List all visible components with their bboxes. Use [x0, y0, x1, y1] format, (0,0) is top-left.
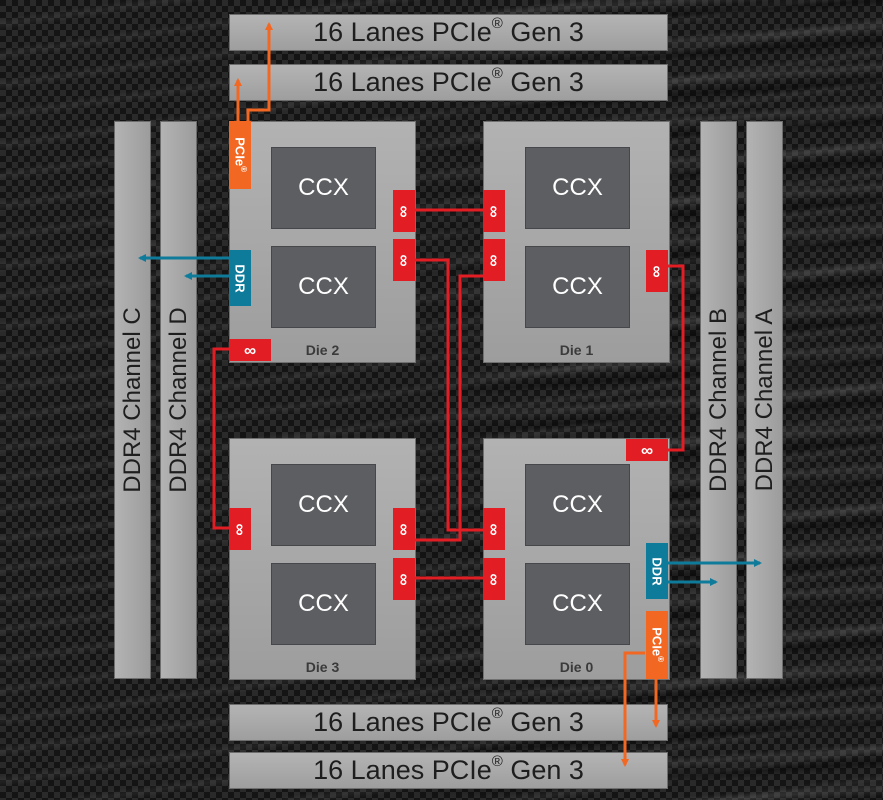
die-label: Die 3	[305, 659, 340, 675]
ccx-block: CCX	[525, 464, 630, 546]
ddr4-channel-c: DDR4 Channel C	[114, 121, 151, 679]
pcie-port-die2: PCIe®	[229, 121, 251, 189]
infinity-icon: ∞	[394, 572, 414, 586]
infinity-icon: ∞	[484, 253, 504, 267]
infinity-icon: ∞	[394, 204, 414, 218]
ddr4-channel-d: DDR4 Channel D	[160, 121, 197, 679]
pcie-lanes-bar-top-1: 16 Lanes PCIe® Gen 3	[229, 14, 668, 51]
ccx-block: CCX	[271, 147, 376, 229]
die-2: CCX CCX Die 2	[229, 121, 416, 363]
infinity-fabric-port: ∞	[393, 190, 415, 232]
ccx-block: CCX	[271, 464, 376, 546]
infinity-fabric-port: ∞	[229, 339, 271, 361]
infinity-icon: ∞	[640, 440, 654, 460]
pcie-lanes-bar-bottom-1: 16 Lanes PCIe® Gen 3	[229, 704, 668, 741]
ccx-block: CCX	[525, 246, 630, 328]
infinity-icon: ∞	[394, 253, 414, 267]
infinity-icon: ∞	[230, 522, 250, 536]
ccx-block: CCX	[271, 246, 376, 328]
die-0: CCX CCX Die 0	[483, 438, 670, 680]
ccx-block: CCX	[525, 563, 630, 645]
ddr4-channel-b: DDR4 Channel B	[700, 121, 737, 679]
pcie-lanes-label: 16 Lanes PCIe® Gen 3	[313, 15, 584, 47]
infinity-fabric-port: ∞	[483, 508, 505, 550]
infinity-fabric-port: ∞	[229, 508, 251, 550]
channel-label: DDR4 Channel A	[750, 308, 778, 492]
die-label: Die 0	[559, 659, 594, 675]
infinity-fabric-port: ∞	[646, 250, 668, 292]
ddr4-channel-a: DDR4 Channel A	[746, 121, 783, 679]
infinity-fabric-port: ∞	[626, 439, 668, 461]
die-3: CCX CCX Die 3	[229, 438, 416, 680]
infinity-icon: ∞	[243, 340, 257, 360]
pcie-lanes-label: 16 Lanes PCIe® Gen 3	[313, 65, 584, 97]
infinity-fabric-port: ∞	[393, 239, 415, 281]
infinity-icon: ∞	[484, 572, 504, 586]
ddr-port-die0: DDR	[646, 543, 668, 599]
infinity-icon: ∞	[647, 264, 667, 278]
infinity-icon: ∞	[484, 204, 504, 218]
ccx-block: CCX	[525, 147, 630, 229]
channel-label: DDR4 Channel B	[704, 307, 732, 493]
die-label: Die 2	[305, 342, 340, 358]
infinity-fabric-port: ∞	[483, 239, 505, 281]
if-link-die2-die3	[212, 347, 229, 530]
ccx-block: CCX	[271, 563, 376, 645]
die-1: CCX CCX Die 1	[483, 121, 670, 363]
pcie-lanes-bar-top-2: 16 Lanes PCIe® Gen 3	[229, 64, 668, 101]
ddr-port-die2: DDR	[229, 250, 251, 306]
pcie-port-die0: PCIe®	[646, 611, 668, 679]
infinity-fabric-port: ∞	[483, 190, 505, 232]
infinity-fabric-port: ∞	[483, 558, 505, 600]
infinity-icon: ∞	[484, 522, 504, 536]
infinity-fabric-port: ∞	[393, 558, 415, 600]
pcie-lanes-bar-bottom-2: 16 Lanes PCIe® Gen 3	[229, 752, 668, 789]
pcie-lanes-label: 16 Lanes PCIe® Gen 3	[313, 753, 584, 785]
pcie-lanes-label: 16 Lanes PCIe® Gen 3	[313, 705, 584, 737]
die-label: Die 1	[559, 342, 594, 358]
infinity-fabric-port: ∞	[393, 508, 415, 550]
channel-label: DDR4 Channel D	[164, 307, 192, 493]
infinity-icon: ∞	[394, 522, 414, 536]
channel-label: DDR4 Channel C	[118, 307, 146, 493]
background-streaks	[400, 0, 883, 800]
